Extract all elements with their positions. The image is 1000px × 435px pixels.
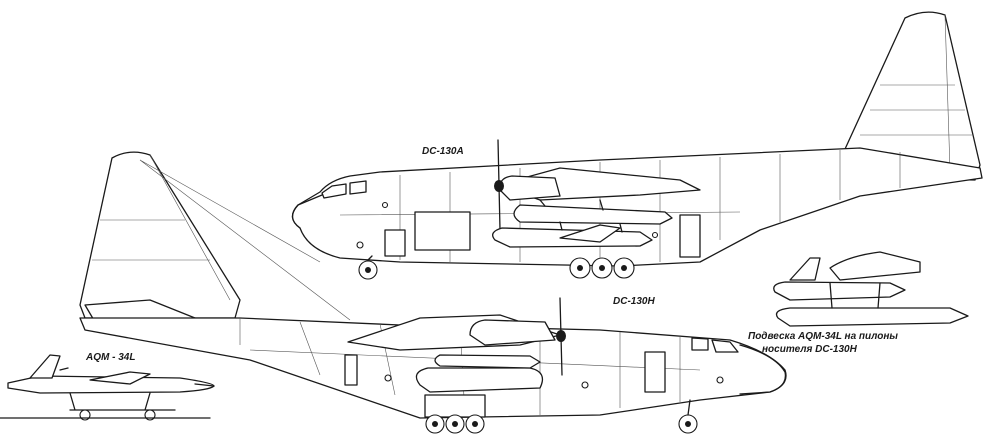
label-dc130a: DC-130A (422, 146, 464, 157)
dc130a-aircraft (291, 11, 983, 280)
aqm34l-drone (0, 354, 215, 421)
pylon-detail (773, 251, 969, 327)
label-aqm34l: AQM - 34L (86, 352, 136, 363)
caption-line-1: Подвеска AQM-34L на пилоны (748, 331, 898, 342)
dc130h-aircraft (79, 151, 787, 434)
caption-line-2: носителя DC-130H (762, 344, 857, 355)
label-dc130h: DC-130H (613, 296, 655, 307)
